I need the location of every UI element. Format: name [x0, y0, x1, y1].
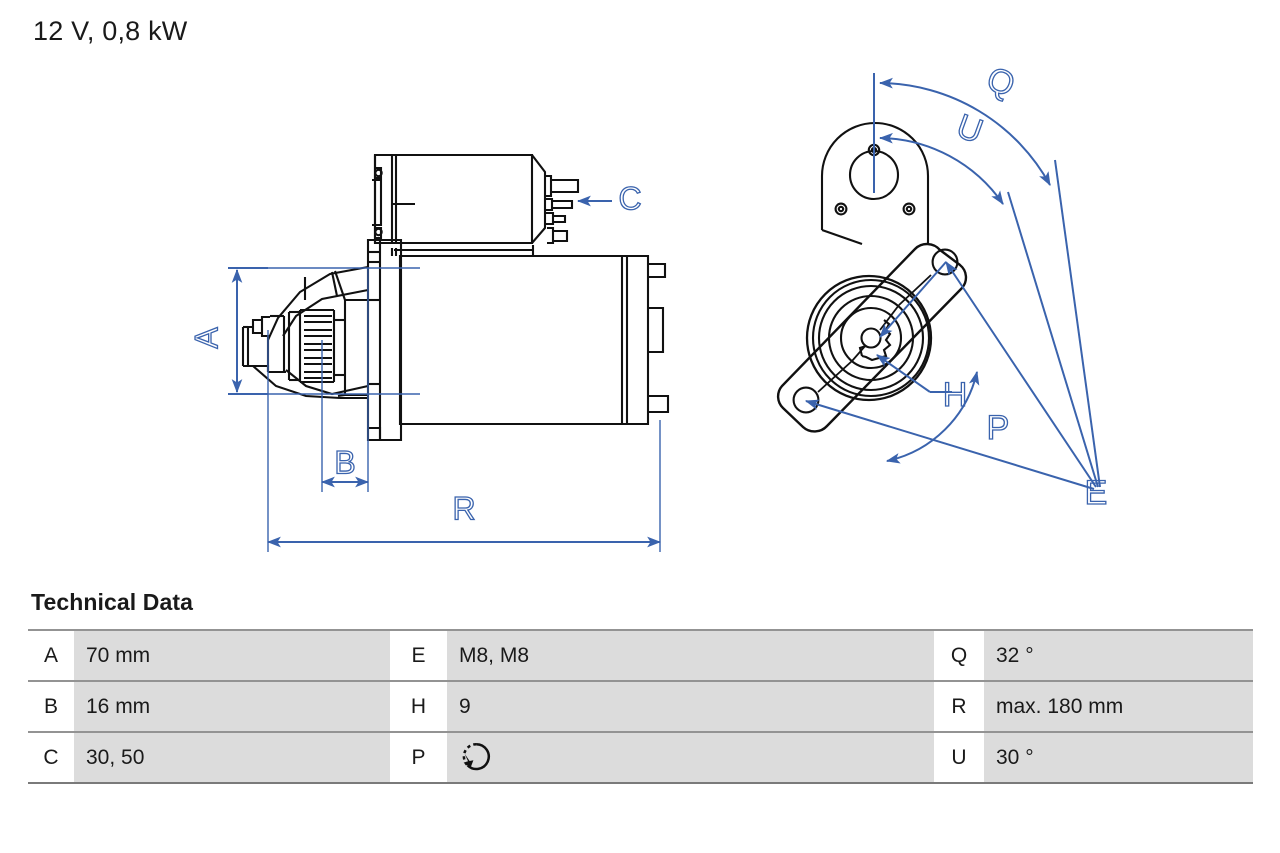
dim-label-H: H [943, 376, 968, 414]
dim-label-P: P [987, 409, 1010, 447]
technical-drawing: A B R C [188, 59, 1108, 552]
dim-label-R: R [452, 490, 475, 526]
row-key-r: R [934, 680, 984, 732]
dim-label-A: A [188, 327, 224, 349]
table-row: C 30, 50 P U 30 ° [28, 731, 1253, 784]
row-value-q: 32 ° [984, 629, 1253, 681]
dim-label-B: B [334, 444, 355, 480]
page-title: 12 V, 0,8 kW [33, 16, 188, 46]
end-view-dimension-labels: Q U H P E [942, 59, 1108, 513]
row-value-h: 9 [447, 680, 934, 732]
row-key-c: C [28, 731, 74, 784]
row-key-p: P [390, 731, 447, 784]
dim-label-U: U [952, 107, 988, 151]
row-value-p [447, 731, 934, 784]
row-key-a: A [28, 629, 74, 681]
row-key-u: U [934, 731, 984, 784]
dim-label-E: E [1085, 474, 1108, 512]
tech-data-heading: Technical Data [31, 589, 194, 615]
starter-motor-end-view [776, 121, 968, 433]
dim-label-Q: Q [981, 60, 1020, 105]
technical-data-table: A 70 mm E M8, M8 Q 32 ° B 16 mm H 9 R ma… [28, 629, 1253, 784]
side-view-dimension-labels: A B R C [188, 180, 642, 527]
row-value-u: 30 ° [984, 731, 1253, 784]
table-row: A 70 mm E M8, M8 Q 32 ° [28, 629, 1253, 681]
dim-label-C: C [618, 180, 641, 216]
row-value-e: M8, M8 [447, 629, 934, 681]
row-value-c: 30, 50 [74, 731, 390, 784]
dim-arc-U [878, 132, 1004, 205]
row-value-a: 70 mm [74, 629, 390, 681]
starter-motor-side-view [241, 153, 670, 442]
row-key-h: H [390, 680, 447, 732]
row-key-q: Q [934, 629, 984, 681]
leader-H-upper [879, 261, 947, 338]
row-value-b: 16 mm [74, 680, 390, 732]
dim-arc-P [885, 370, 980, 464]
end-view-dimensions [804, 73, 1101, 490]
dim-arc-Q [878, 77, 1051, 186]
row-value-r: max. 180 mm [984, 680, 1253, 732]
row-key-b: B [28, 680, 74, 732]
row-key-e: E [390, 629, 447, 681]
table-row: B 16 mm H 9 R max. 180 mm [28, 680, 1253, 732]
side-view-dimensions [228, 195, 662, 552]
leader-E-top [945, 261, 1097, 488]
leader-E-bottom [804, 399, 1095, 490]
counter-clockwise-rotation-icon [459, 740, 493, 774]
